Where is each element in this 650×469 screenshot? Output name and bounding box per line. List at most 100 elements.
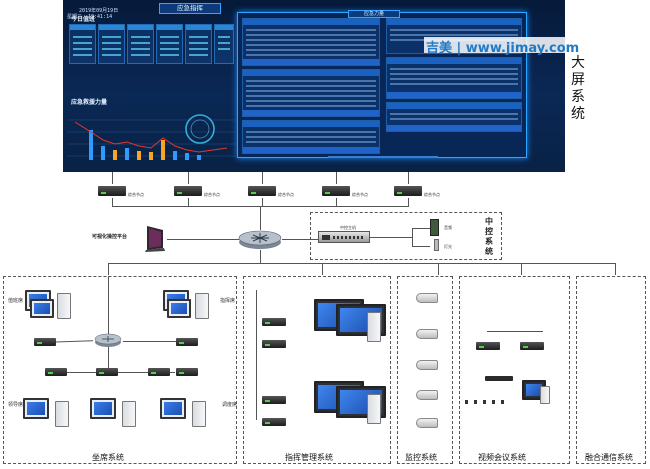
node-label: 综合节点 bbox=[424, 192, 440, 197]
dashboard-date: 2019年09月19日星期二 19:41:14 bbox=[67, 8, 119, 20]
chart-bar bbox=[185, 153, 189, 160]
chart-bar bbox=[113, 150, 117, 160]
control-side-b: 灯光 bbox=[444, 244, 452, 249]
decoder-node bbox=[394, 186, 422, 196]
vc-pc-tower bbox=[540, 386, 550, 404]
watermark-backdrop bbox=[424, 37, 617, 53]
seat-label: 指挥席 bbox=[220, 298, 236, 304]
seat-switch-icon bbox=[94, 333, 122, 347]
control-unit-icon bbox=[318, 231, 370, 243]
command-node bbox=[262, 318, 286, 326]
monitor-system-label: 监控系统 bbox=[405, 453, 437, 462]
seat-label: 领导席 bbox=[8, 402, 24, 408]
large-screen-system-label: 大屏系统 bbox=[571, 55, 585, 122]
camera-icon bbox=[416, 390, 438, 400]
video-conference-label: 视频会议系统 bbox=[478, 453, 526, 462]
chart-bar bbox=[197, 155, 201, 160]
data-table bbox=[386, 102, 522, 132]
chart-line bbox=[74, 121, 228, 153]
audio-device-icon bbox=[430, 219, 439, 236]
force-detail-panel: 应急力量 bbox=[237, 10, 527, 158]
camera-icon bbox=[416, 329, 438, 339]
node-label: 综合节点 bbox=[128, 192, 144, 197]
chart-bar bbox=[161, 140, 165, 160]
command-node bbox=[262, 396, 286, 404]
decoder-node bbox=[174, 186, 202, 196]
chart-bar bbox=[173, 151, 177, 160]
seat-monitor bbox=[90, 398, 116, 419]
central-control-box bbox=[310, 212, 502, 260]
control-side-a: 音频 bbox=[444, 225, 452, 230]
seat-system-label: 坐席系统 bbox=[92, 453, 124, 462]
command-node bbox=[262, 418, 286, 426]
dashboard-title: 应急指挥 bbox=[159, 3, 221, 14]
seat-pc-tower bbox=[195, 293, 209, 319]
video-conference-box bbox=[459, 276, 570, 464]
node-label: 综合节点 bbox=[204, 192, 220, 197]
chart-bar bbox=[137, 151, 141, 160]
command-pc-tower bbox=[367, 312, 381, 342]
platform-label: 可视化操控平台 bbox=[92, 234, 128, 240]
vc-terminal-icon bbox=[485, 376, 513, 381]
seat-pc-tower bbox=[122, 401, 136, 427]
watermark-logo: 吉美 | www.jimay.com bbox=[426, 41, 580, 56]
vc-node bbox=[476, 342, 500, 350]
decoder-node bbox=[98, 186, 126, 196]
control-unit-label: 中控主机 bbox=[340, 225, 356, 230]
node-label: 综合节点 bbox=[278, 192, 294, 197]
command-pc-tower bbox=[367, 394, 381, 424]
dashboard-screen: 2019年09月19日星期二 19:41:14 应急指挥 今日值班 应急救援力量… bbox=[63, 0, 565, 172]
seat-node bbox=[176, 338, 198, 346]
seat-monitor bbox=[160, 398, 186, 419]
decoder-node bbox=[322, 186, 350, 196]
seat-node bbox=[45, 368, 67, 376]
panel-title: 应急力量 bbox=[348, 10, 400, 18]
chart-bar bbox=[125, 148, 129, 160]
seat-label: 值班席 bbox=[8, 298, 24, 304]
command-system-box bbox=[243, 276, 391, 464]
data-table bbox=[242, 69, 380, 117]
seat-node bbox=[96, 368, 118, 376]
monitor-system-box bbox=[397, 276, 453, 464]
vc-phones bbox=[465, 400, 509, 404]
central-control-system-label: 中控系统 bbox=[485, 216, 493, 256]
rescue-bar-chart bbox=[67, 119, 235, 160]
command-node bbox=[262, 340, 286, 348]
panel-scrollbar bbox=[328, 156, 438, 158]
seat-node bbox=[176, 368, 198, 376]
decoder-node bbox=[248, 186, 276, 196]
overview-section-title: 今日值班 bbox=[71, 16, 96, 23]
seat-pc-tower bbox=[55, 401, 69, 427]
data-table bbox=[242, 18, 380, 66]
core-switch-icon bbox=[238, 230, 282, 249]
light-device-icon bbox=[434, 239, 439, 251]
seat-monitor bbox=[167, 299, 191, 318]
kpi-card bbox=[98, 24, 125, 64]
chart-bar bbox=[149, 152, 153, 160]
stats-section-title: 应急救援力量 bbox=[71, 99, 108, 106]
kpi-card bbox=[214, 24, 234, 64]
tablet-icon bbox=[145, 226, 165, 252]
kpi-card bbox=[127, 24, 154, 64]
seat-pc-tower bbox=[57, 293, 71, 319]
seat-pc-tower bbox=[192, 401, 206, 427]
chart-bar bbox=[101, 146, 105, 160]
node-label: 综合节点 bbox=[352, 192, 368, 197]
seat-monitor bbox=[23, 398, 49, 419]
command-system-label: 指挥管理系统 bbox=[285, 453, 333, 462]
camera-icon bbox=[416, 360, 438, 370]
camera-icon bbox=[416, 293, 438, 303]
seat-label: 调度席 bbox=[222, 402, 238, 408]
vc-node bbox=[520, 342, 544, 350]
seat-system-box bbox=[3, 276, 237, 464]
seat-node bbox=[148, 368, 170, 376]
chart-bar bbox=[89, 130, 93, 160]
data-table bbox=[386, 57, 522, 99]
data-table bbox=[242, 120, 380, 154]
seat-monitor bbox=[30, 299, 54, 318]
kpi-card bbox=[69, 24, 96, 64]
radar-ring bbox=[185, 114, 215, 144]
kpi-card bbox=[185, 24, 212, 64]
kpi-card bbox=[156, 24, 183, 64]
fusion-comm-label: 融合通信系统 bbox=[585, 453, 633, 462]
